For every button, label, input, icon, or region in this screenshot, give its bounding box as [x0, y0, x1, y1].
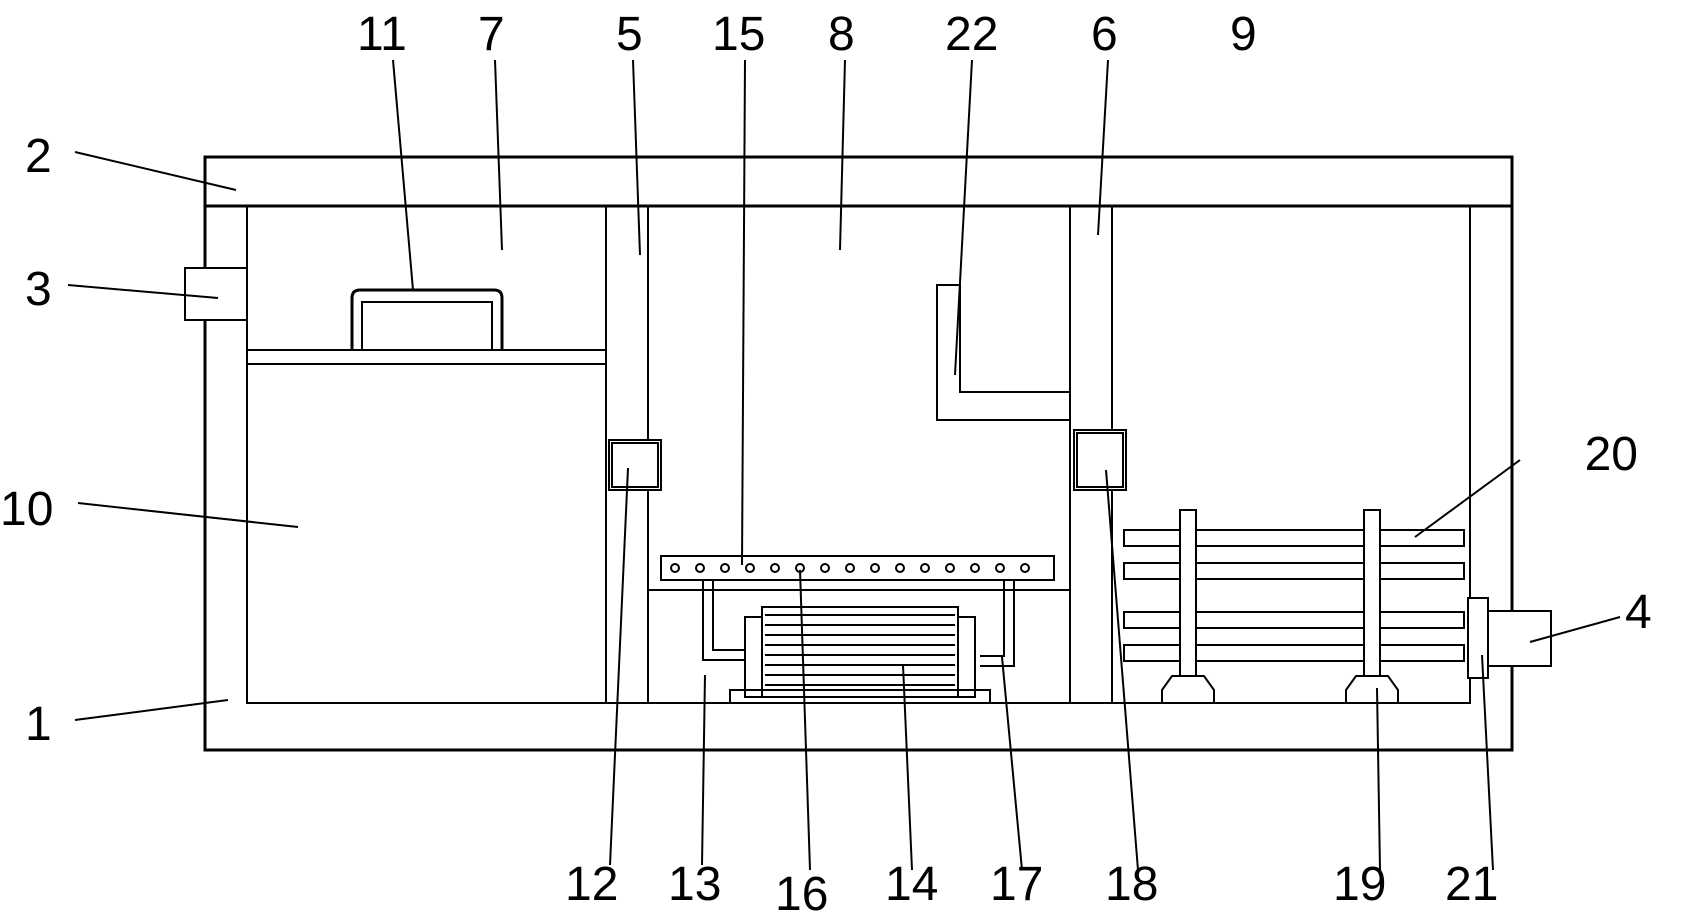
filter-block	[246, 288, 607, 704]
label-14: 14	[885, 858, 938, 911]
filter-cap	[246, 349, 607, 365]
heater-base	[729, 689, 991, 704]
label-1: 1	[25, 698, 52, 751]
support-post-right	[1363, 509, 1381, 677]
leader-lines	[67, 59, 1621, 871]
label-6: 6	[1091, 8, 1118, 61]
tray-holes	[670, 563, 1030, 573]
inlet-port	[184, 267, 248, 321]
label-3: 3	[25, 263, 52, 316]
label-8: 8	[828, 8, 855, 61]
support-foot-right	[1345, 675, 1399, 704]
label-18: 18	[1105, 858, 1158, 911]
support-post-left	[1179, 509, 1197, 677]
support-foot-left	[1161, 675, 1215, 704]
label-7: 7	[478, 8, 505, 61]
label-19: 19	[1333, 858, 1386, 911]
heater-core	[761, 606, 959, 698]
label-2: 2	[25, 130, 52, 183]
bracket-right	[980, 580, 1015, 667]
label-11: 11	[357, 8, 407, 61]
bracket-left	[702, 580, 745, 661]
label-4: 4	[1625, 586, 1652, 639]
outlet-valve	[1467, 597, 1489, 679]
label-21: 21	[1445, 858, 1498, 911]
perforated-tray	[660, 555, 1055, 581]
label-22: 22	[945, 8, 998, 61]
plate-1	[1123, 529, 1465, 547]
label-16: 16	[775, 868, 828, 914]
filter-plug-right	[1073, 429, 1127, 491]
label-9: 9	[1230, 8, 1257, 61]
label-13: 13	[668, 858, 721, 911]
filter-plug-left	[608, 439, 662, 491]
label-5: 5	[616, 8, 643, 61]
plate-4	[1123, 644, 1465, 662]
label-20: 20	[1585, 428, 1638, 481]
heater-fins	[765, 614, 955, 686]
top-cover	[203, 155, 1514, 208]
label-17: 17	[990, 858, 1043, 911]
filter-media	[246, 363, 607, 704]
plate-stack	[1123, 509, 1465, 704]
label-10: 10	[0, 483, 53, 536]
plate-2	[1123, 562, 1465, 580]
label-15: 15	[712, 8, 765, 61]
middle-assembly	[648, 555, 1070, 704]
plate-3	[1123, 611, 1465, 629]
label-12: 12	[565, 858, 618, 911]
filter-handle	[350, 288, 504, 350]
outer-box	[203, 204, 1514, 752]
